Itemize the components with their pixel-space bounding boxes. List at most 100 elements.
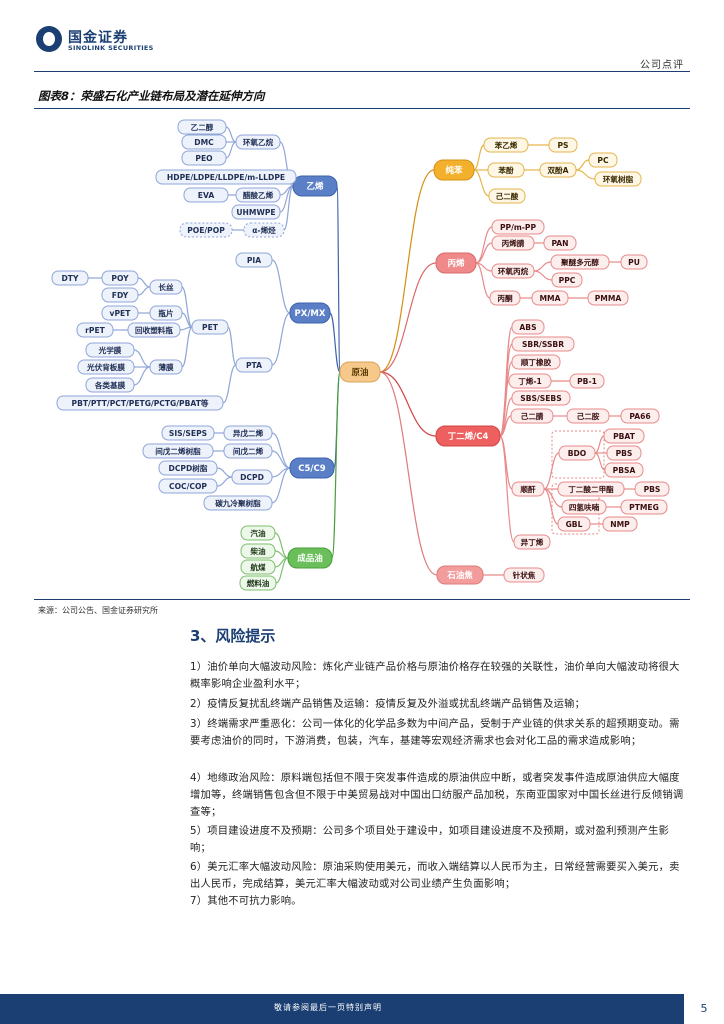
risk-item-5: 5）项目建设进度不及预期：公司多个项目处于建设中，如项目建设进度不及预期，或对盈… bbox=[190, 825, 670, 854]
node-rpet: rPET bbox=[76, 322, 114, 338]
node-adipic: 己二胺 bbox=[566, 408, 610, 424]
node-ethylene: 乙烯 bbox=[292, 175, 338, 197]
node-label-pta: PTA bbox=[246, 361, 262, 370]
node-label-ppc: PPC bbox=[559, 276, 576, 285]
edge-butadiene-hmda bbox=[499, 415, 512, 437]
node-label-cyclohexane: 己二酸 bbox=[496, 191, 519, 201]
node-label-cpd: 间戊二烯 bbox=[233, 446, 264, 456]
node-label-fiber: 长丝 bbox=[158, 282, 174, 292]
node-pet: PET bbox=[191, 319, 229, 335]
node-pp: PP/m-PP bbox=[491, 219, 545, 235]
node-va: 醋酸乙烯 bbox=[235, 187, 281, 203]
node-label-pbt: PBT/PTT/PCT/PETG/PCTG/PBAT等 bbox=[72, 398, 209, 408]
node-eo: 环氧乙烷 bbox=[235, 134, 281, 150]
node-vpet: vPET bbox=[101, 305, 139, 321]
edge-root-aromatics bbox=[379, 169, 435, 373]
node-label-pu: PU bbox=[628, 258, 640, 267]
edge-eo-peo bbox=[225, 141, 237, 159]
node-label-pet: PET bbox=[202, 323, 219, 332]
edge-pta-pbt bbox=[222, 364, 237, 404]
node-coc: COC/COP bbox=[158, 478, 218, 494]
figure-source: 来源：公司公告、国金证券研究所 bbox=[38, 606, 158, 615]
node-cpd: 间戊二烯 bbox=[223, 443, 273, 459]
edge-c5-isoprene bbox=[271, 432, 291, 469]
node-eva: EVA bbox=[183, 187, 229, 203]
section-title: 3、风险提示 bbox=[190, 627, 276, 645]
node-pta: PTA bbox=[235, 357, 273, 373]
node-label-poe: POE/POP bbox=[187, 226, 225, 235]
node-gbl: GBL bbox=[557, 516, 591, 532]
node-epoxy: 环氧树脂 bbox=[594, 171, 642, 187]
node-ppc: PPC bbox=[551, 272, 583, 288]
node-label-pv: 光伏背板膜 bbox=[86, 362, 125, 372]
node-oil: 成品油 bbox=[287, 547, 333, 569]
node-dty: DTY bbox=[51, 270, 89, 286]
industry-chain-diagram: 原油乙烯乙二醇DMCPEO环氧乙烷HDPE/LDPE/LLDPE/m-LLDPE… bbox=[51, 119, 670, 591]
node-butene: 丁烯-1 bbox=[508, 373, 552, 389]
edge-aromatics-cyclohexane bbox=[473, 169, 490, 197]
node-cyclohexane: 己二酸 bbox=[488, 188, 526, 204]
node-label-butadiene: 丁二烯/C4 bbox=[448, 431, 489, 442]
company-name-cn: 国金证券 bbox=[68, 30, 128, 46]
node-dcpd: DCPD bbox=[231, 469, 273, 485]
node-ao: α-烯烃 bbox=[243, 222, 285, 238]
node-label-optical: 光学膜 bbox=[98, 345, 122, 355]
node-poy: POY bbox=[101, 270, 139, 286]
node-label-recycle: 回收塑料瓶 bbox=[135, 325, 173, 335]
edge-fiber-poy bbox=[137, 277, 151, 288]
node-pbs2: PBS bbox=[634, 481, 670, 497]
node-label-butene: 丁烯-1 bbox=[518, 376, 542, 386]
node-nmp: NMP bbox=[602, 516, 638, 532]
node-diesel: 柴油 bbox=[240, 543, 276, 559]
node-label-propylene: 丙烯 bbox=[447, 258, 465, 269]
node-root: 原油 bbox=[339, 361, 381, 383]
risk-item-7: 7）其他不可抗力影响。 bbox=[190, 895, 302, 907]
edge-root-oil bbox=[331, 371, 341, 559]
node-label-coc: COC/COP bbox=[169, 482, 207, 491]
node-label-c9resin: 碳九冷聚树脂 bbox=[215, 498, 261, 508]
edge-maleic-gbl bbox=[543, 488, 559, 525]
node-label-aromatics: 纯苯 bbox=[445, 165, 463, 176]
node-label-chip: 瓶片 bbox=[158, 308, 174, 318]
edge-pet-recycle bbox=[179, 326, 193, 331]
node-c5: C5/C9 bbox=[289, 457, 335, 479]
node-label-needle: 针状焦 bbox=[513, 570, 536, 580]
node-label-peo: PEO bbox=[195, 154, 213, 163]
node-mma: MMA bbox=[531, 290, 569, 306]
edge-pet-fiber bbox=[181, 286, 193, 328]
node-label-vpet: vPET bbox=[110, 309, 132, 318]
node-label-bdo: BDO bbox=[568, 449, 587, 458]
edge-root-ethylene bbox=[336, 185, 341, 373]
node-label-pan: PAN bbox=[551, 239, 568, 248]
node-label-c5: C5/C9 bbox=[298, 464, 325, 474]
node-needle: 针状焦 bbox=[503, 567, 545, 583]
node-sbr: SBR/SSBR bbox=[511, 336, 575, 352]
sinolink-logo-icon bbox=[36, 26, 62, 52]
node-ps: PS bbox=[548, 137, 578, 153]
node-label-uhmwpe: UHMWPE bbox=[236, 208, 275, 217]
edge-c5-c9resin bbox=[271, 467, 291, 504]
node-label-po: 环氧丙烷 bbox=[498, 266, 529, 276]
node-label-isobutene: 异丁烯 bbox=[521, 537, 544, 547]
edge-root-propylene bbox=[379, 262, 437, 373]
node-label-pp: PP/m-PP bbox=[500, 223, 537, 232]
node-label-bpa: 双酚A bbox=[547, 165, 568, 175]
risk-item-2: 2）疫情反复扰乱终端产品销售及运输：疫情反复及外溢或扰乱终端产品销售及运输； bbox=[190, 698, 586, 710]
edge-root-coke bbox=[379, 371, 438, 576]
node-peo: PEO bbox=[181, 150, 227, 166]
node-label-pbs1: PBS bbox=[616, 449, 633, 458]
node-label-jet: 航煤 bbox=[250, 562, 266, 572]
node-label-diesel: 柴油 bbox=[250, 546, 266, 556]
node-uhmwpe: UHMWPE bbox=[231, 204, 281, 220]
edge-dcpd-dcpd_resin bbox=[216, 467, 233, 478]
node-pc: PC bbox=[588, 152, 618, 168]
node-label-eo: 环氧乙烷 bbox=[243, 137, 274, 147]
node-optical: 光学膜 bbox=[85, 342, 135, 358]
node-coke: 石油焦 bbox=[436, 565, 484, 585]
node-label-ethylene: 乙烯 bbox=[306, 181, 324, 192]
edge-aromatics-styrene bbox=[473, 144, 485, 171]
edge-film-optical bbox=[133, 349, 151, 368]
node-pbt: PBT/PTT/PCT/PETG/PCTG/PBAT等 bbox=[56, 395, 224, 411]
node-butadiene: 丁二烯/C4 bbox=[435, 425, 501, 447]
node-label-nbr: 顺丁橡胶 bbox=[521, 357, 552, 367]
